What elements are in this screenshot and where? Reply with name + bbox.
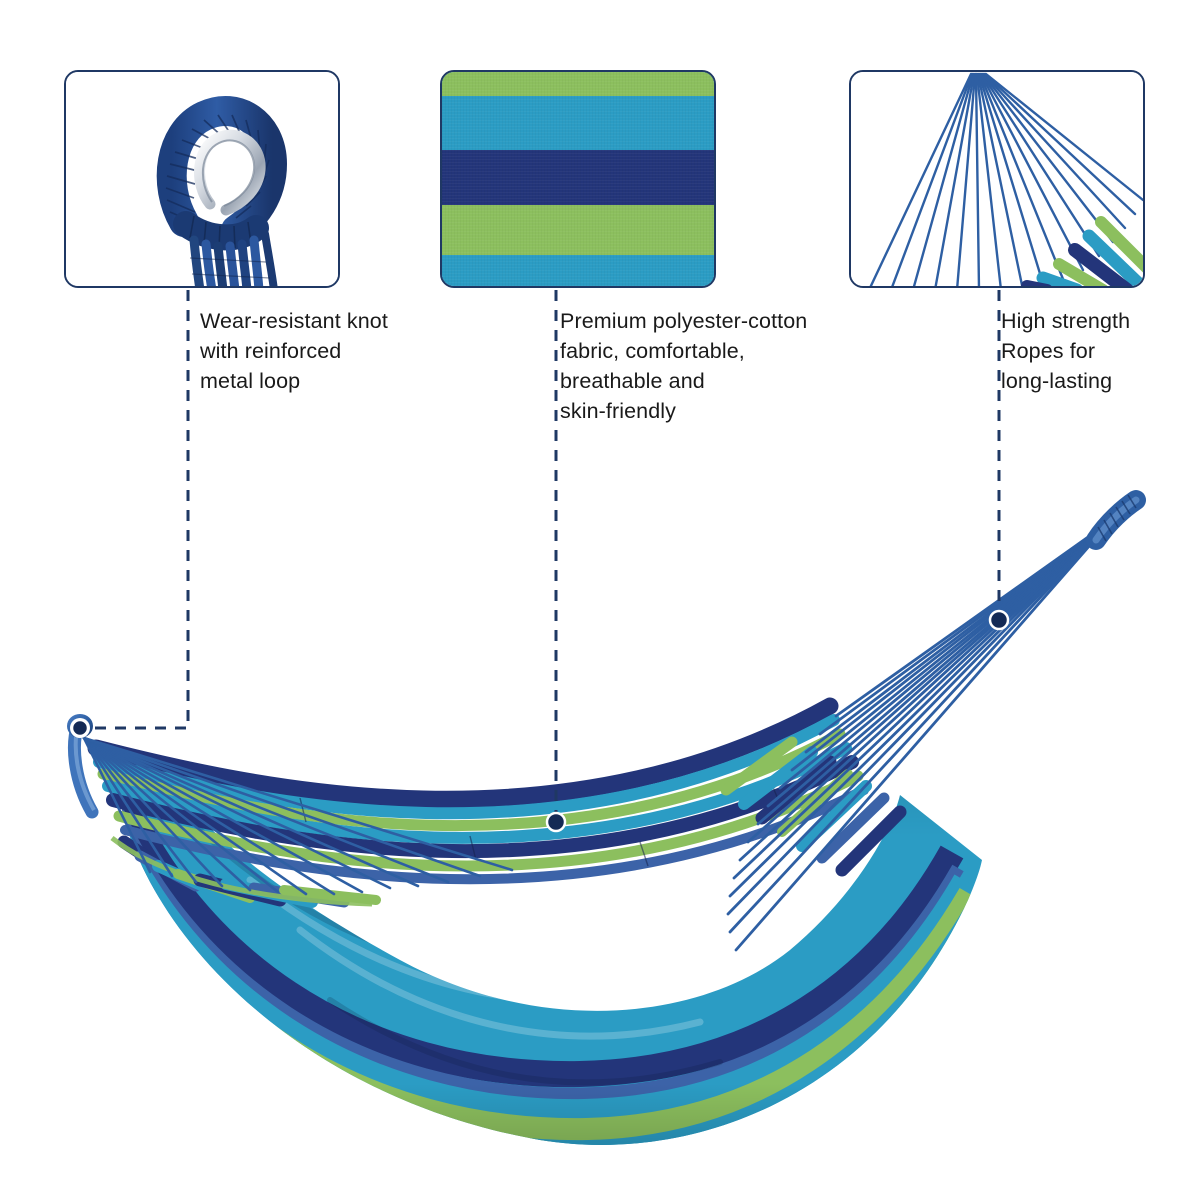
pointer-dot-knot (70, 718, 90, 738)
fanned-suspension-ropes-photo (851, 72, 1143, 286)
pointer-dot-ropes (988, 609, 1010, 631)
hammock-left-pleats (110, 835, 381, 908)
left-rope-tip (67, 714, 99, 819)
right-suspension-ropes (726, 518, 1114, 952)
caption-fabric: Premium polyester-cotton fabric, comfort… (560, 309, 808, 423)
rope-knot-with-metal-thimble-photo (66, 72, 338, 286)
callout-box-knot (64, 70, 340, 288)
right-rope-tip (1086, 490, 1146, 550)
hammock-bed (118, 770, 982, 1145)
hammock-top-edge (87, 697, 869, 885)
hammock-right-pleats (720, 736, 907, 877)
left-suspension-ropes (82, 736, 514, 896)
pointer-dots (70, 609, 1010, 833)
caption-knot: Wear-resistant knot with reinforced meta… (200, 309, 388, 393)
pointer-dot-fabric (545, 811, 567, 833)
striped-fabric-swatch-photo (442, 72, 714, 286)
callout-box-ropes (849, 70, 1145, 288)
connector-knot (92, 290, 190, 730)
callout-box-fabric (440, 70, 716, 288)
caption-ropes: High strength Ropes for long-lasting (1001, 309, 1131, 393)
